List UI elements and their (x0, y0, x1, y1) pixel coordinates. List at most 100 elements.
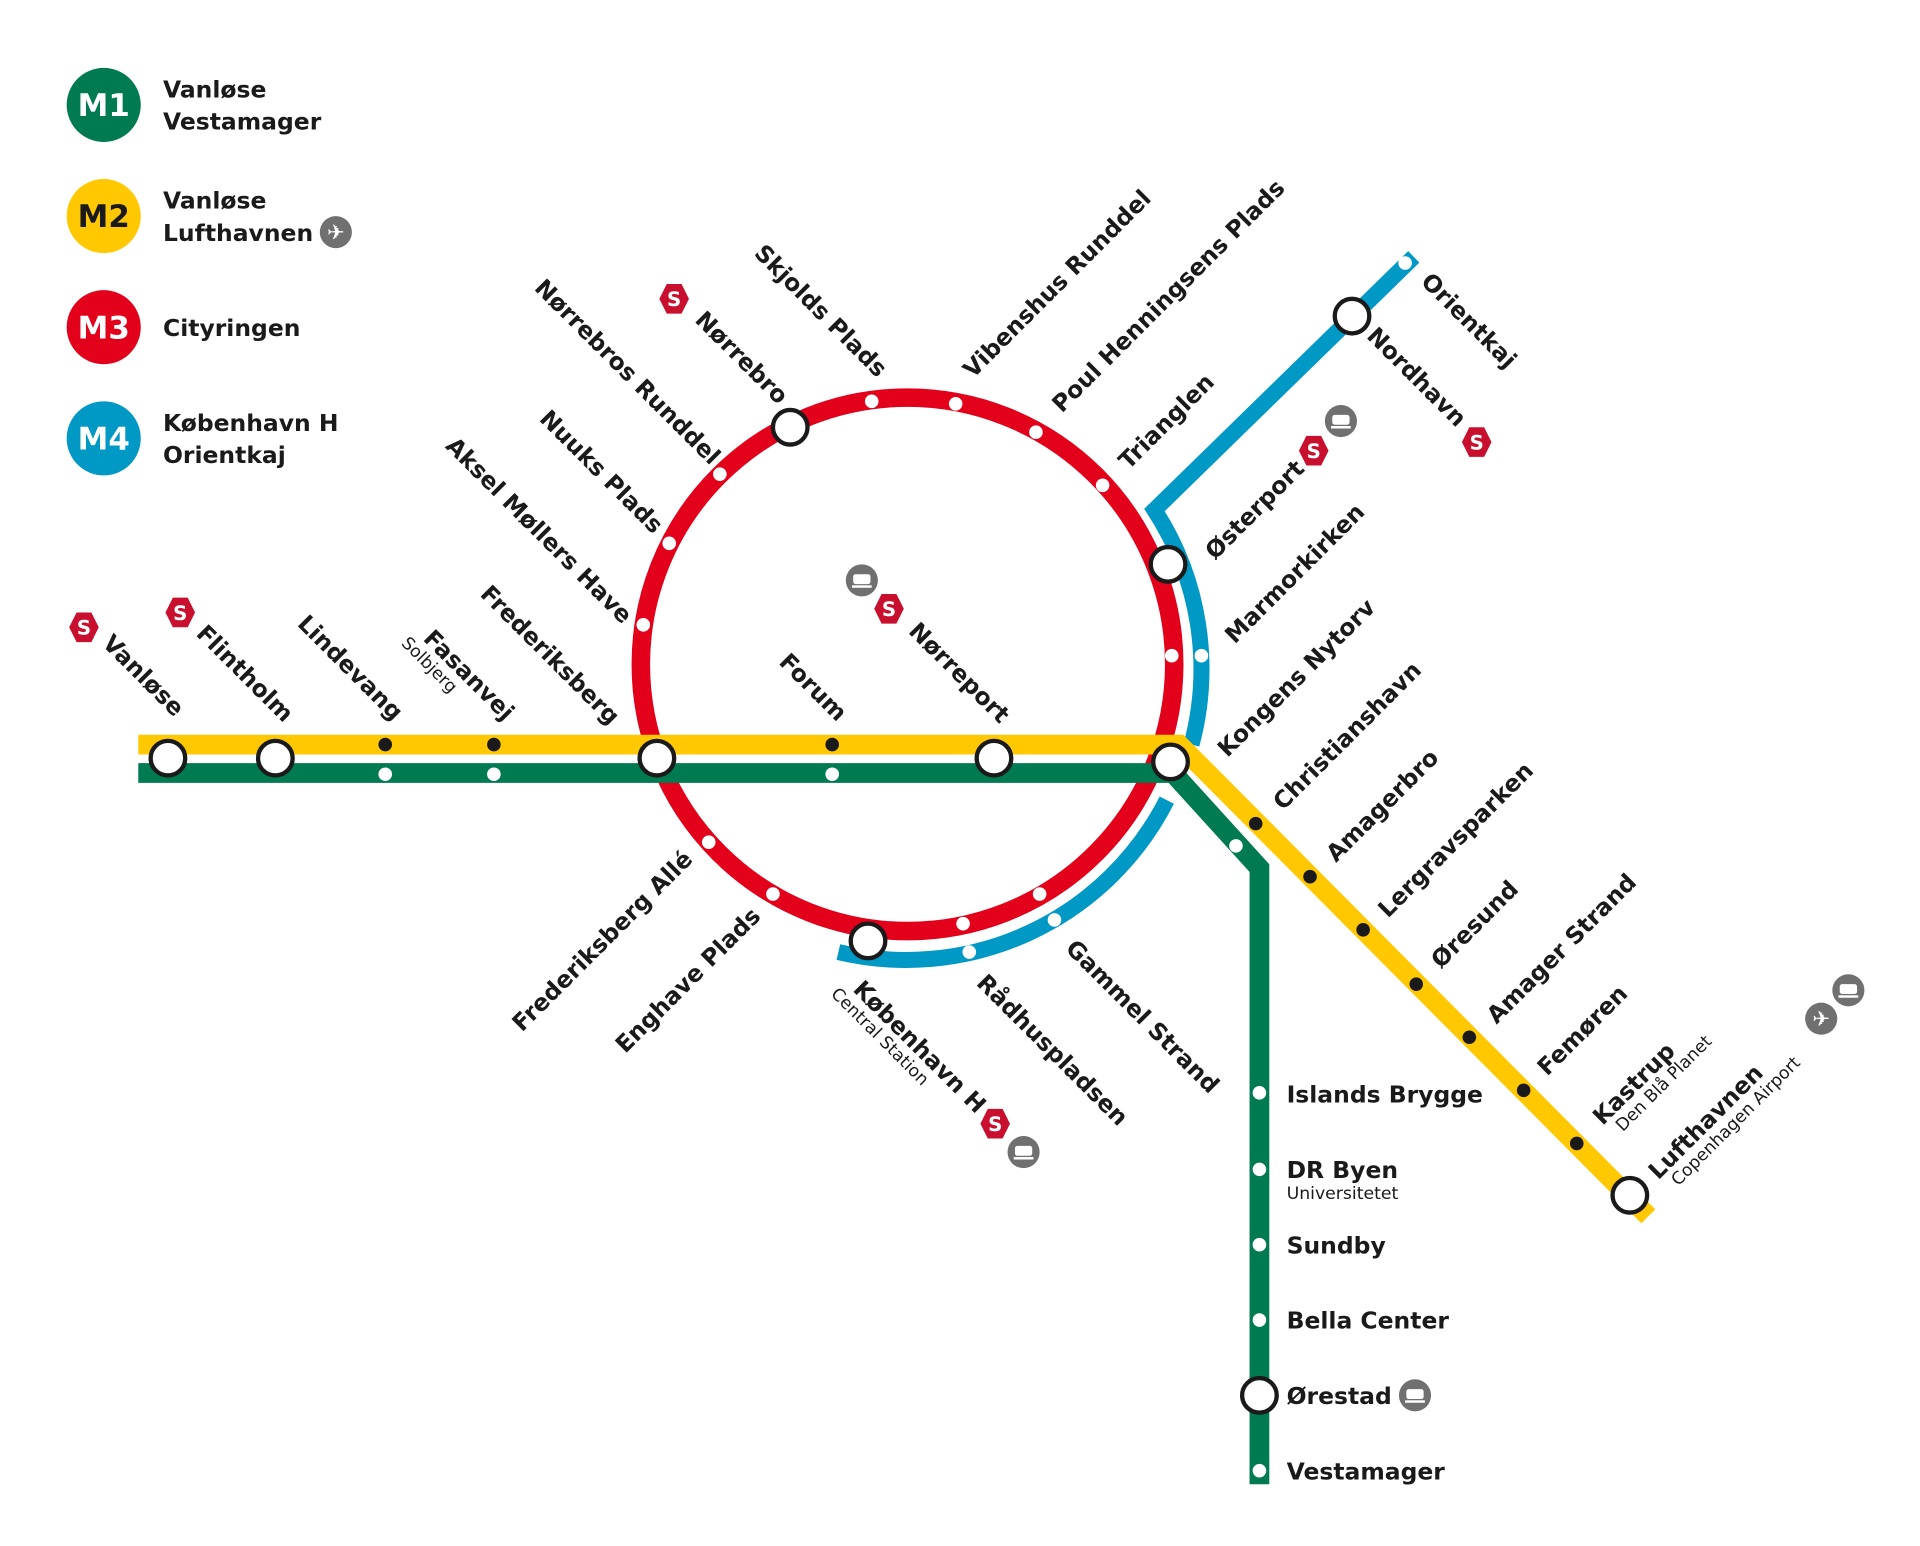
interchange-station-marker[interactable] (1332, 296, 1372, 336)
station-marker[interactable] (1047, 913, 1062, 927)
station-nuuks[interactable]: Nuuks Plads (534, 404, 669, 539)
station-name: Østerport (1199, 454, 1309, 565)
interchange-station-marker[interactable] (1239, 1375, 1279, 1415)
interchange-station-marker[interactable] (1151, 742, 1190, 782)
station-name: Bella Center (1287, 1307, 1450, 1335)
interchange-station-marker[interactable] (974, 738, 1014, 778)
station-marker[interactable] (1252, 1237, 1267, 1252)
station-name: Nørrebro (690, 305, 794, 409)
station-marker[interactable] (1356, 923, 1370, 937)
svg-text:S: S (77, 617, 91, 640)
station-flintholm[interactable]: Flintholm (191, 619, 299, 727)
line-badge-m2 (66, 179, 141, 254)
station-marker[interactable] (1032, 887, 1047, 901)
station-femoren[interactable]: Femøren (1532, 979, 1634, 1081)
svg-text:✈: ✈ (327, 221, 345, 245)
svg-text:✈: ✈ (1812, 1007, 1830, 1031)
station-marker[interactable] (1252, 1313, 1267, 1327)
interchange-station-marker[interactable] (1610, 1175, 1650, 1215)
station-marker[interactable] (864, 394, 879, 409)
interchange-station-marker[interactable] (255, 738, 295, 778)
station-orestad[interactable]: Ørestad (1287, 1382, 1392, 1410)
station-marker[interactable] (1029, 425, 1043, 439)
station-marker[interactable] (378, 767, 393, 782)
station-osterport[interactable]: Østerport (1199, 454, 1309, 565)
interchange-station-marker[interactable] (637, 738, 677, 778)
station-nordhavn[interactable]: Nordhavn (1361, 322, 1472, 433)
station-oresund[interactable]: Øresund (1425, 875, 1524, 974)
legend-line2: Orientkaj (163, 441, 286, 469)
svg-text:S: S (1307, 440, 1321, 463)
station-marker[interactable] (1516, 1083, 1531, 1098)
station-marker[interactable] (487, 767, 501, 782)
station-subtitle: Universitetet (1287, 1184, 1399, 1204)
station-marker[interactable] (825, 737, 839, 752)
station-marker[interactable] (956, 916, 970, 931)
station-marker[interactable] (1252, 1162, 1267, 1177)
station-poul[interactable]: Poul Henningsens Plads (1046, 174, 1290, 418)
station-marker[interactable] (636, 618, 651, 632)
station-marker[interactable] (1248, 816, 1263, 831)
station-bella[interactable]: Bella Center (1287, 1307, 1450, 1335)
station-name: Lindevang (292, 609, 409, 726)
station-norrebro[interactable]: Nørrebro (690, 305, 794, 409)
svg-text:S: S (173, 602, 187, 625)
station-vestamager[interactable]: Vestamager (1287, 1457, 1446, 1485)
station-skjolds[interactable]: Skjolds Plads (749, 239, 893, 383)
station-marker[interactable] (1164, 648, 1179, 663)
station-marker[interactable] (1569, 1136, 1584, 1151)
regional-train-icon (1398, 1379, 1432, 1412)
station-marker[interactable] (766, 887, 780, 901)
legend-line1: Cityringen (163, 314, 300, 342)
station-marker[interactable] (1252, 1463, 1267, 1478)
station-vanlose[interactable]: Vanløse (97, 629, 190, 722)
station-orientkaj[interactable]: Orientkaj (1416, 267, 1523, 374)
station-marker[interactable] (1462, 1030, 1477, 1045)
interchange-station-marker[interactable] (148, 738, 188, 778)
station-marker[interactable] (825, 767, 839, 782)
station-norreport[interactable]: Nørreport (903, 617, 1015, 729)
station-marker[interactable] (701, 835, 716, 849)
interchange-station-marker[interactable] (770, 407, 810, 447)
station-name: Poul Henningsens Plads (1046, 174, 1290, 418)
regional-train-icon (1324, 405, 1357, 438)
interchange-station-marker[interactable] (848, 921, 888, 961)
station-marker[interactable] (713, 467, 727, 481)
station-marker[interactable] (948, 396, 963, 411)
station-marker[interactable] (487, 737, 501, 752)
station-name: Forum (774, 648, 853, 727)
station-marker[interactable] (378, 737, 393, 752)
station-marker[interactable] (1194, 648, 1209, 663)
station-name: Nørreport (903, 617, 1015, 729)
station-marker[interactable] (1252, 1086, 1267, 1100)
line-m4-south (836, 796, 1174, 969)
s-train-icon: S (980, 1108, 1011, 1139)
station-markers (148, 256, 1650, 1478)
station-marker[interactable] (962, 945, 977, 959)
station-marker[interactable] (1398, 256, 1412, 270)
station-marker[interactable] (1095, 478, 1110, 493)
station-islands[interactable]: Islands Brygge (1287, 1081, 1483, 1109)
station-forum[interactable]: Forum (774, 648, 853, 727)
legend-line1: Vanløse (163, 76, 266, 104)
station-lindevang[interactable]: Lindevang (292, 609, 409, 726)
station-name: København H (848, 975, 992, 1119)
line-m1 (138, 763, 1270, 1485)
station-marker[interactable] (1229, 839, 1243, 853)
svg-text:S: S (1470, 431, 1484, 454)
line-m4 (1144, 251, 1420, 747)
interchange-station-marker[interactable] (1148, 544, 1188, 584)
station-marker[interactable] (1409, 977, 1424, 991)
s-train-icon: S (874, 593, 904, 624)
station-marker[interactable] (662, 536, 677, 551)
station-marker[interactable] (1303, 869, 1317, 884)
station-sundby[interactable]: Sundby (1287, 1231, 1386, 1259)
station-name: Orientkaj (1416, 267, 1523, 374)
